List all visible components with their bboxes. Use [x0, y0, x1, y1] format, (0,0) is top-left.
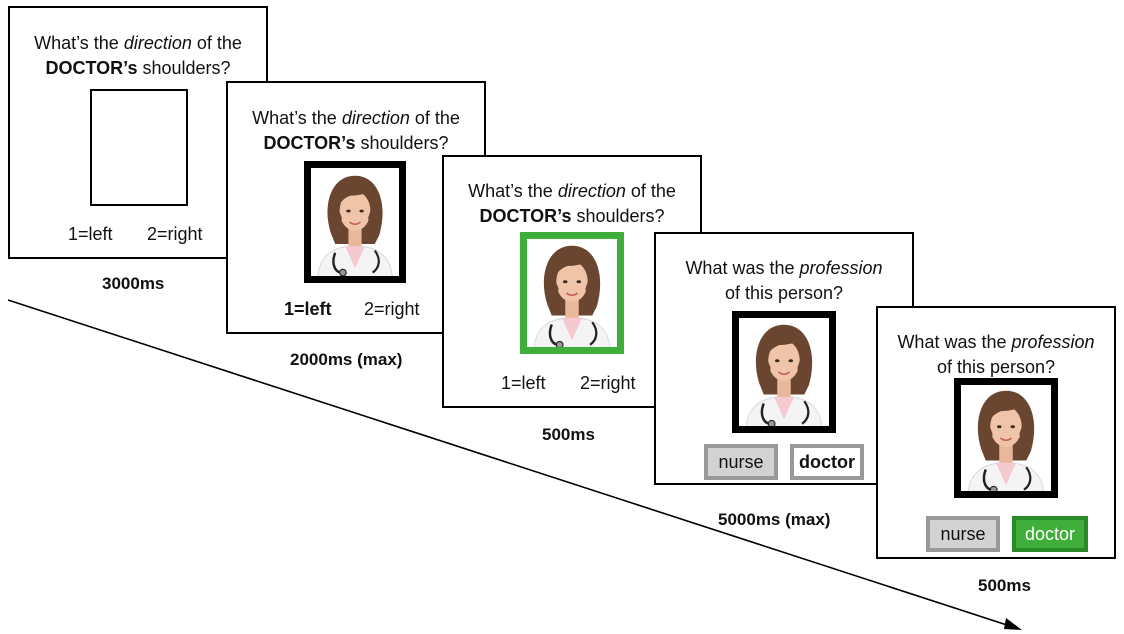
question-text: What’s the direction of the DOCTOR’s sho…: [252, 108, 460, 153]
screen-profession-feedback: What was the profession of this person? …: [876, 306, 1116, 559]
doctor-photo: [961, 385, 1051, 491]
question-text: What’s the direction of the DOCTOR’s sho…: [34, 33, 242, 78]
duration-label-1: 3000ms: [102, 274, 165, 293]
photo-frame: [732, 311, 836, 433]
screen-profession-question: What was the profession of this person? …: [654, 232, 914, 485]
screen-feedback: What’s the direction of the DOCTOR’s sho…: [442, 155, 702, 408]
doctor-photo: [527, 239, 617, 347]
duration-label-4: 5000ms (max): [718, 510, 831, 529]
empty-photo-frame: [90, 89, 188, 206]
right-key-label: 2=right: [364, 299, 420, 319]
doctor-photo: [311, 168, 399, 276]
question-text: What’s the direction of the DOCTOR’s sho…: [468, 181, 676, 226]
option-doctor-correct[interactable]: doctor: [1012, 516, 1088, 552]
right-key-label: 2=right: [580, 373, 636, 393]
left-key-label-selected: 1=left: [284, 299, 332, 319]
duration-label-2: 2000ms (max): [290, 350, 403, 369]
duration-label-5: 500ms: [978, 576, 1031, 595]
photo-frame-correct: [520, 232, 624, 354]
question-text: What was the profession of this person?: [897, 332, 1095, 377]
screen-fixation: What’s the direction of the DOCTOR’s sho…: [8, 6, 268, 259]
duration-label-3: 500ms: [542, 425, 595, 444]
left-key-label: 1=left: [501, 373, 546, 393]
doctor-photo: [739, 318, 829, 426]
option-nurse[interactable]: nurse: [704, 444, 778, 480]
left-key-label: 1=left: [68, 224, 113, 244]
option-nurse[interactable]: nurse: [926, 516, 1000, 552]
right-key-label: 2=right: [147, 224, 203, 244]
option-doctor[interactable]: doctor: [790, 444, 864, 480]
question-text: What was the profession of this person?: [685, 258, 883, 303]
photo-frame: [954, 378, 1058, 498]
photo-frame: [304, 161, 406, 283]
